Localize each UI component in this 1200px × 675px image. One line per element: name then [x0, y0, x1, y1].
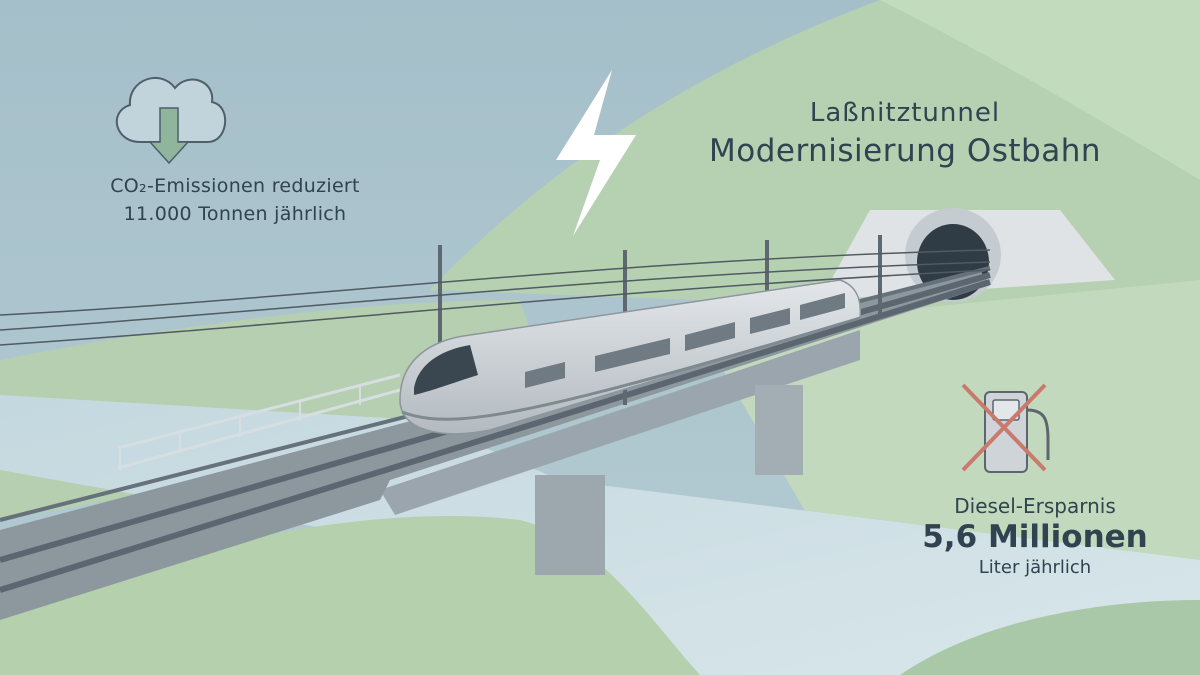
railing-posts: [119, 385, 361, 470]
hill-highlight: [880, 0, 1200, 180]
co2-emissions-text: CO₂-Emissionen reduziert 11.000 Tonnen j…: [85, 172, 385, 228]
headline-line-2: Modernisierung Ostbahn: [708, 133, 1101, 169]
diesel-line-2: 5,6 Millionen: [922, 519, 1148, 555]
headline-line-1: Laßnitztunnel: [809, 98, 1001, 128]
lightning-bolt-icon: [556, 70, 636, 236]
high-speed-train: [399, 279, 862, 435]
co2-line-1: CO₂-Emissionen reduziert: [110, 175, 360, 197]
bridge-pier-front: [535, 475, 605, 575]
rail-track-2: [0, 279, 991, 593]
bridge-deck-side: [380, 330, 860, 515]
bridge-railing-top: [117, 373, 401, 450]
cloud-download-arrow-icon: [115, 77, 227, 165]
diesel-line-1: Diesel-Ersparnis: [954, 494, 1116, 518]
co2-line-2: 11.000 Tonnen jährlich: [123, 203, 347, 225]
headline: Laßnitztunnel Modernisierung Ostbahn: [690, 96, 1120, 172]
catenary-wires: [0, 249, 991, 346]
bridge-railing: [117, 388, 401, 470]
fuel-pump-crossed-icon: [961, 383, 1050, 473]
diesel-savings-text: Diesel-Ersparnis 5,6 Millionen Liter jäh…: [895, 493, 1175, 581]
bridge-pier-back: [755, 385, 803, 475]
foreground-hill-right: [900, 600, 1200, 675]
diesel-line-3: Liter jährlich: [978, 557, 1092, 578]
